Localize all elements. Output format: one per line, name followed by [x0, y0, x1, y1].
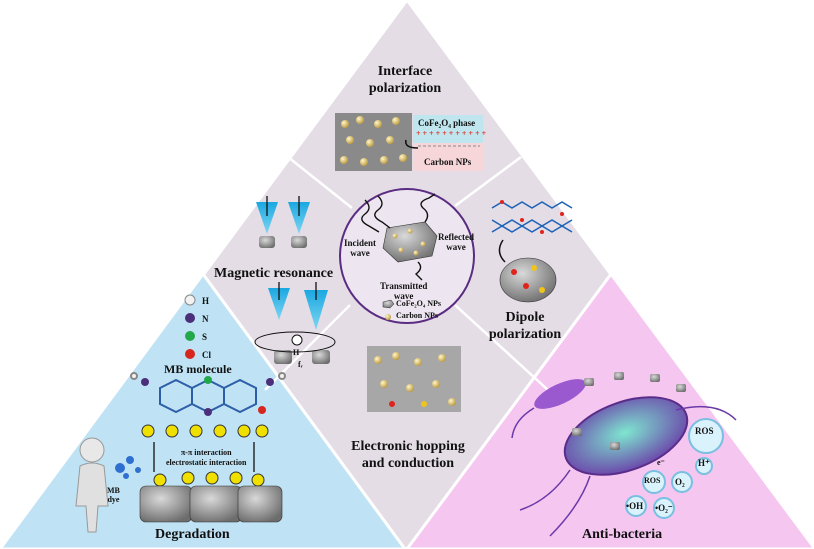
interaction-text: π-π interaction electrostatic interactio… [166, 448, 246, 468]
magnetic-cones [256, 202, 328, 330]
electronic-title-line2: and conduction [361, 456, 455, 471]
atom-legend-n: N [202, 314, 209, 324]
o2-label: O₂ [675, 477, 685, 487]
ros-small-label: ROS [644, 476, 661, 485]
magnetic-title: Magnetic resonance [214, 266, 334, 281]
reflected-label: Reflected wave [438, 232, 474, 252]
electron-label: e⁻ [657, 458, 665, 467]
minus-charges [153, 471, 265, 487]
magnetic-particles [254, 236, 336, 364]
electronic-title: Electronic hopping and conduction [335, 438, 481, 472]
bacteria-large [519, 396, 737, 537]
atom-legend [184, 294, 196, 359]
dipole-particle [499, 257, 557, 303]
interaction-line1: π-π interaction [180, 448, 232, 457]
center-legend-markers [382, 299, 395, 320]
nanoparticle-walkers [572, 372, 686, 450]
atom-legend-cl: Cl [202, 350, 211, 360]
dipole-arrow [498, 239, 506, 263]
electronic-title-line1: Electronic hopping [351, 439, 465, 454]
transmitted-line1: Transmitted [380, 281, 428, 291]
mb-molecule [130, 372, 286, 416]
electronic-image [367, 346, 461, 412]
magnetic-arrows [266, 196, 317, 300]
incident-line2: wave [350, 248, 370, 258]
phase-box [413, 115, 483, 143]
o2-radical-label: •O₂⁻ [655, 503, 673, 513]
oh-label: •OH [626, 501, 644, 511]
f-label: fᵣ [298, 360, 303, 369]
interface-title-line2: polarization [368, 81, 442, 96]
reflected-line2: wave [446, 242, 466, 252]
antibacteria-title: Anti-bacteria [582, 527, 663, 542]
transmitted-label: Transmitted wave [380, 281, 427, 301]
legend-carbon: Carbon NPs [396, 311, 439, 320]
interaction-arrows [153, 442, 255, 472]
interface-image [335, 113, 412, 171]
interface-title-line1: Interface [377, 64, 433, 79]
dipole-title-line2: polarization [488, 327, 562, 342]
h-field-label: H [293, 348, 300, 357]
interaction-line2: electrostatic interaction [166, 458, 247, 467]
carbon-box [413, 143, 483, 171]
incident-label: Incident wave [344, 238, 376, 258]
dipole-title-line1: Dipole [505, 310, 545, 325]
wave-arrows [361, 193, 436, 281]
ros-big-label: ROS [695, 426, 714, 436]
phase-label: CoFe₂O₄ phase [418, 118, 476, 128]
dye-line2: dye [107, 495, 120, 504]
atom-legend-s: S [202, 332, 208, 342]
interface-arrow [404, 139, 419, 149]
interface-title: Interface polarization [355, 63, 455, 97]
plus-row: + + + + + + + + + + + [416, 129, 487, 138]
reflected-line1: Reflected [438, 232, 474, 242]
legend-cofe: CoFe₂O₄ NPs [396, 299, 442, 308]
adsorbent-blocks [139, 485, 283, 523]
carbon-label: Carbon NPs [424, 157, 472, 167]
dye-label: MB dye [107, 486, 120, 504]
dye-cloud [115, 456, 141, 479]
atom-legend-h: H [202, 296, 210, 306]
figure-person [75, 437, 109, 533]
dipole-title: Dipole polarization [480, 309, 570, 343]
dye-line1: MB [107, 486, 120, 495]
honeycomb-lattice [491, 200, 573, 234]
h-plus-label: H⁺ [698, 458, 710, 468]
transmitted-line2: wave [393, 291, 414, 301]
plus-charges [141, 424, 269, 438]
mb-molecule-title: MB molecule [164, 362, 232, 376]
incident-line1: Incident [344, 238, 377, 248]
degradation-title: Degradation [155, 527, 230, 542]
bacteria-small [511, 379, 586, 439]
ros-bubbles [625, 418, 724, 519]
